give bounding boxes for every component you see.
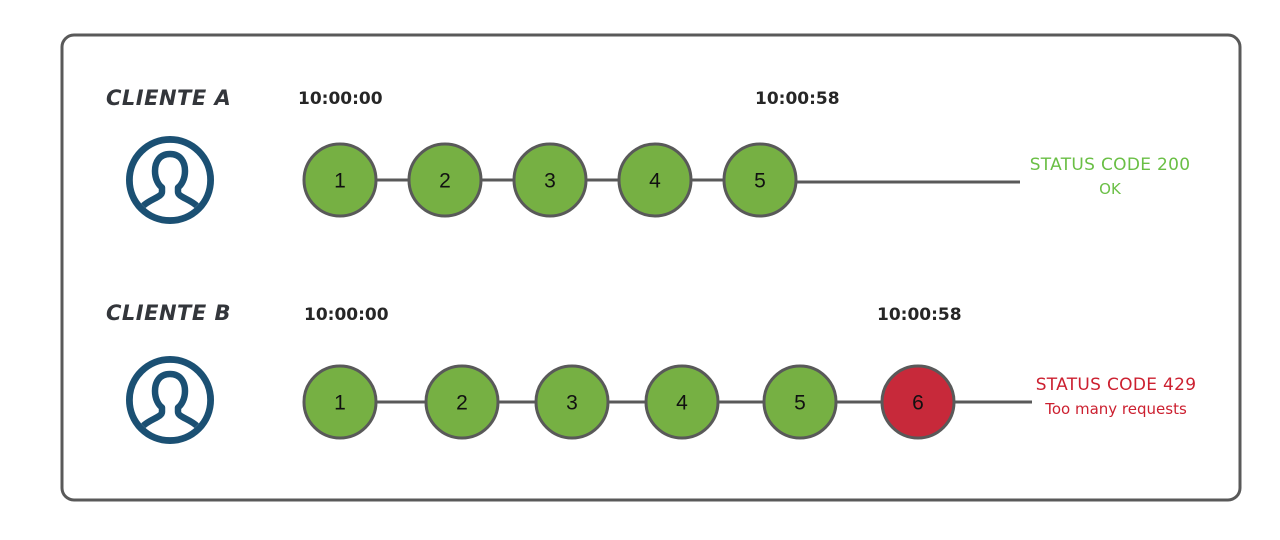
avatar-silhouette xyxy=(132,370,208,438)
request-node-label: 5 xyxy=(794,392,806,415)
request-node[interactable]: 4 xyxy=(617,142,693,218)
request-node-label: 2 xyxy=(456,392,468,415)
request-node-circle-ok[interactable] xyxy=(424,364,500,440)
request-node-label: 6 xyxy=(912,392,924,415)
request-node-label: 3 xyxy=(566,392,578,415)
client-label: CLIENTE A xyxy=(106,86,231,110)
request-node-circle-ok[interactable] xyxy=(644,364,720,440)
outer-panel-frame xyxy=(60,33,1242,502)
request-node-circle-ok[interactable] xyxy=(407,142,483,218)
request-node[interactable]: 1 xyxy=(302,364,378,440)
request-node-circle-ok[interactable] xyxy=(617,142,693,218)
request-node-circle-ok[interactable] xyxy=(512,142,588,218)
request-node-label: 4 xyxy=(676,392,688,415)
client-row-cliente-b: CLIENTE B 10:00:00 10:00:58 1 2 3 4 5 6 STATUS CO… xyxy=(106,301,1197,445)
timestamp-label: 10:00:58 xyxy=(877,305,962,325)
request-node-label: 1 xyxy=(334,170,346,193)
request-node-label: 5 xyxy=(754,170,766,193)
avatar-outer-circle xyxy=(125,135,215,225)
request-node[interactable]: 6 xyxy=(880,364,956,440)
request-node-circle-ok[interactable] xyxy=(762,364,838,440)
client-label: CLIENTE B xyxy=(106,301,231,325)
avatar-person-icon xyxy=(125,355,215,445)
status-message-text: Too many requests xyxy=(1044,400,1187,418)
connector-group xyxy=(374,178,1020,184)
request-node-label: 1 xyxy=(334,392,346,415)
request-node-circle-ok[interactable] xyxy=(302,142,378,218)
request-node-circle-ok[interactable] xyxy=(534,364,610,440)
request-node-label: 3 xyxy=(544,170,556,193)
avatar-outer-circle xyxy=(125,355,215,445)
request-node[interactable]: 5 xyxy=(762,364,838,440)
request-node[interactable]: 5 xyxy=(722,142,798,218)
request-node-circle-error[interactable] xyxy=(880,364,956,440)
request-node-label: 2 xyxy=(439,170,451,193)
client-row-cliente-a: CLIENTE A 10:00:00 10:00:58 1 2 3 4 5 STATUS COD… xyxy=(106,86,1191,225)
status-message-text: OK xyxy=(1099,180,1122,198)
request-node[interactable]: 3 xyxy=(512,142,588,218)
request-node[interactable]: 3 xyxy=(534,364,610,440)
avatar-silhouette xyxy=(132,150,208,218)
timestamp-label: 10:00:00 xyxy=(298,89,383,109)
request-node[interactable]: 2 xyxy=(424,364,500,440)
request-node[interactable]: 4 xyxy=(644,364,720,440)
timestamp-label: 10:00:00 xyxy=(304,305,389,325)
avatar-person-icon xyxy=(125,135,215,225)
timestamp-label: 10:00:58 xyxy=(755,89,840,109)
request-node-circle-ok[interactable] xyxy=(722,142,798,218)
request-node-label: 4 xyxy=(649,170,661,193)
request-node[interactable]: 2 xyxy=(407,142,483,218)
request-node-circle-ok[interactable] xyxy=(302,364,378,440)
status-code-text: STATUS CODE 200 xyxy=(1030,155,1191,175)
status-code-text: STATUS CODE 429 xyxy=(1036,375,1197,395)
request-node[interactable]: 1 xyxy=(302,142,378,218)
